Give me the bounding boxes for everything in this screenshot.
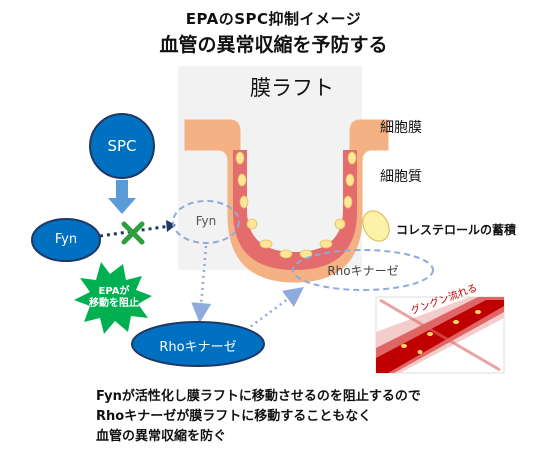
spc-down-arrow [108, 180, 136, 214]
title-line1: EPAのSPC抑制イメージ [185, 10, 362, 28]
epa-starburst [74, 262, 152, 334]
cholesterol-label: コレステロールの蓄積 [396, 223, 517, 237]
fyn-raft-node [172, 200, 240, 244]
fyn-raft-label: Fyn [195, 214, 217, 228]
spc-label: SPC [107, 137, 137, 155]
caption-line2: Rhoキナーゼが膜ラフトに移動することもなく [96, 409, 372, 424]
rho-kinase-raft-node [292, 249, 434, 291]
membrane-raft-shape [184, 119, 389, 283]
rho-kinase-active-node [131, 321, 265, 367]
vesicles [235, 151, 357, 259]
cholesterol-icon [362, 210, 390, 242]
membrane-panel-background [178, 66, 362, 270]
block-x-mark [121, 221, 145, 245]
epa-starburst-line1: EPAが [98, 286, 130, 297]
fyn-active-label: Fyn [54, 232, 78, 247]
caption-line1: Fynが活性化し膜ラフトに移動させるのを阻止するので [96, 389, 421, 404]
cytoplasm-label: 細胞質 [380, 169, 422, 185]
caption-block: Fynが活性化し膜ラフトに移動させるのを阻止するので Rhoキナーゼが膜ラフトに… [96, 387, 421, 447]
blood-vessel-image [375, 296, 505, 374]
fyn-to-rho-arrow [191, 245, 212, 323]
spc-node [89, 113, 155, 179]
title-line2: 血管の異常収縮を予防する [159, 34, 388, 56]
epa-starburst-text: EPAが 移動を阻止 [84, 286, 144, 310]
epa-starburst-line2: 移動を阻止 [89, 298, 139, 309]
raft-label: 膜ラフト [250, 76, 334, 100]
rho-to-raft-arrow [245, 287, 305, 332]
rho-kinase-active-label: Rhoキナーゼ [159, 340, 237, 355]
caption-line3: 血管の異常収縮を防ぐ [96, 429, 227, 444]
fyn-active-node [31, 218, 101, 262]
rho-kinase-raft-label: Rhoキナーゼ [327, 264, 399, 278]
cell-membrane-label: 細胞膜 [380, 120, 422, 136]
